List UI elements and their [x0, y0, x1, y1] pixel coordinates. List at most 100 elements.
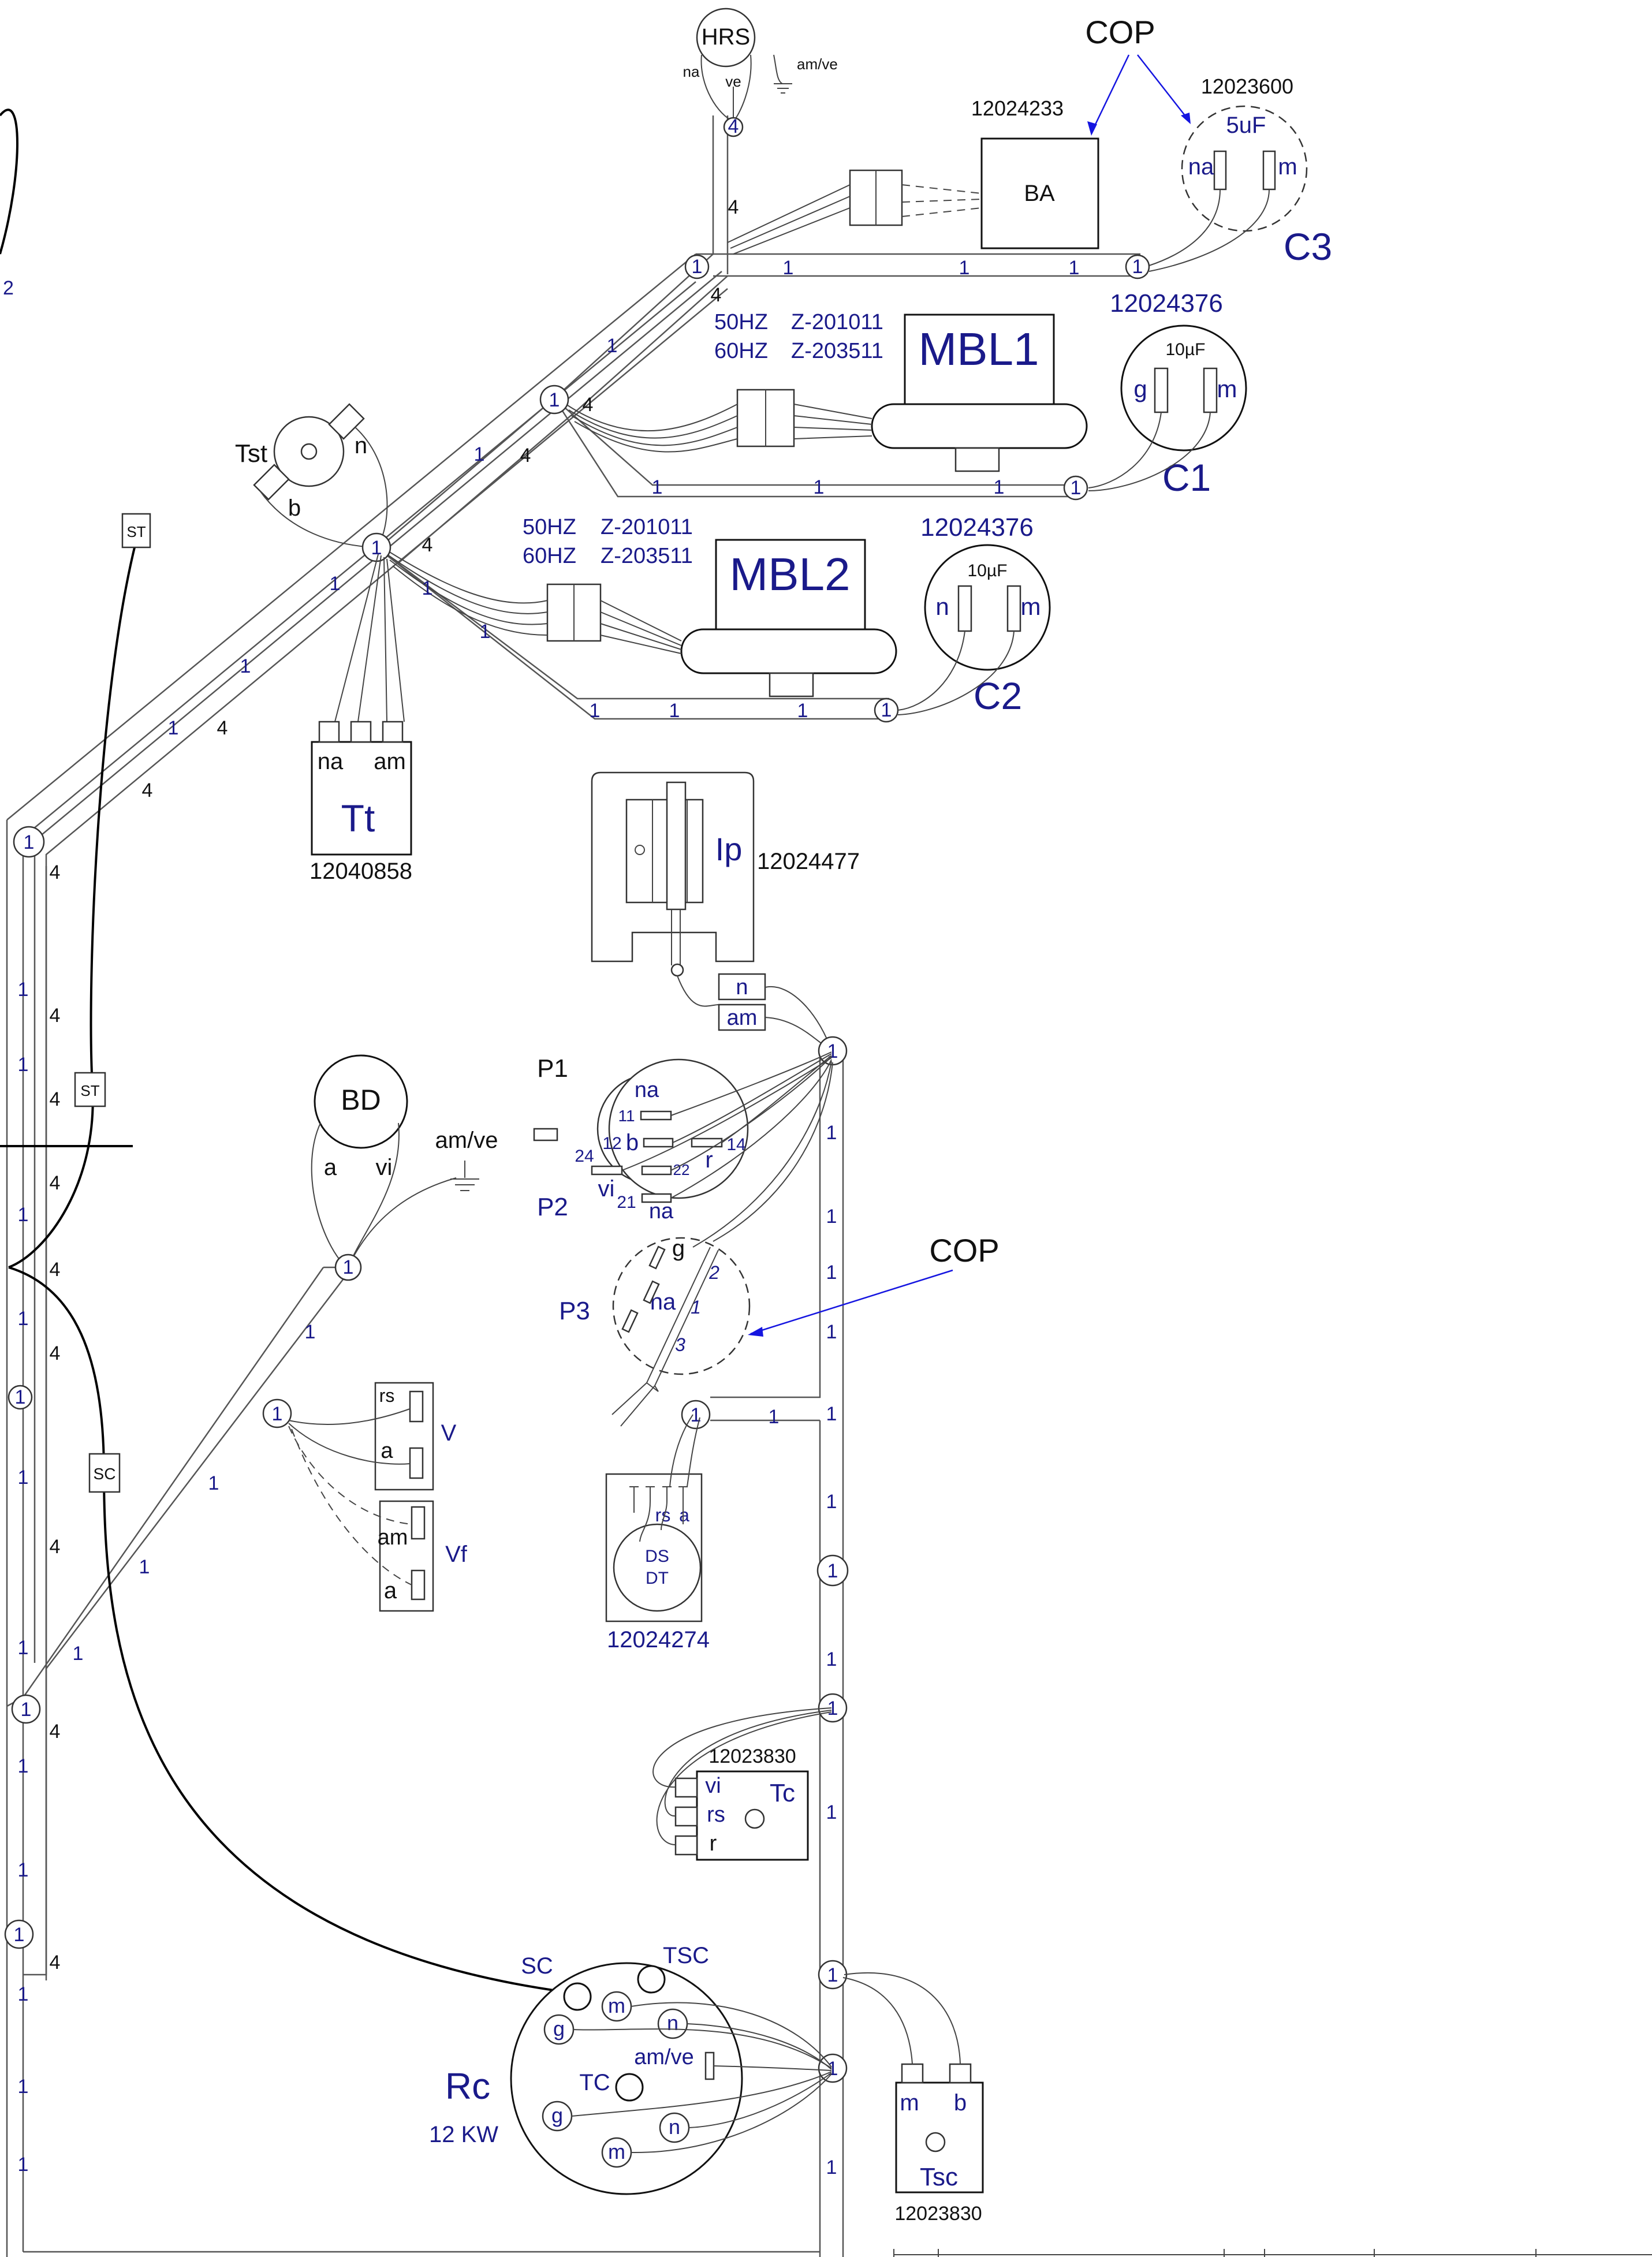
wire-num: 1	[18, 2076, 29, 2098]
bd-vi: vi	[376, 1155, 393, 1180]
vf-component: am a Vf	[288, 1426, 468, 1612]
node-label: 1	[827, 1698, 838, 1719]
ip-title: Ip	[715, 831, 743, 867]
cop-label-mid: COP	[929, 1232, 999, 1269]
c3-code: 12023600	[1201, 74, 1293, 98]
node-label: 1	[692, 256, 703, 278]
node-label: 1	[881, 699, 892, 721]
node-label: 1	[343, 1256, 354, 1278]
rc-tsc: TSC	[663, 1943, 709, 1968]
wire-num: 1	[826, 1122, 837, 1144]
tst-t1: n	[355, 433, 367, 458]
node-label: 1	[371, 537, 382, 559]
c2-code: 12024376	[920, 513, 1034, 542]
mbl1-model1: Z-201011	[791, 310, 883, 334]
ds-component: DS DT rs a 12024274	[605, 1414, 710, 1652]
v-rs: rs	[379, 1385, 395, 1406]
title-block-edge	[893, 2249, 1652, 2257]
wire-num: 1	[18, 2154, 29, 2176]
p-n21: 21	[617, 1193, 636, 1212]
c3-component: 12023600 5uF na m C3	[1148, 74, 1332, 272]
p-i2: 2	[708, 1262, 719, 1283]
tst-component: Tst n b	[235, 403, 388, 548]
rc-title: Rc	[445, 2065, 490, 2107]
hrs-component: HRS na ve am/ve 4 4	[683, 8, 838, 218]
wire-num: 1	[826, 1801, 837, 1823]
mbl1-title: MBL1	[919, 323, 1039, 375]
p1-label: P1	[537, 1054, 568, 1083]
rc-n1: n	[667, 2011, 678, 2035]
wire-num: 1	[652, 476, 663, 498]
wire-num: 1	[18, 1755, 29, 1777]
mbl2-title: MBL2	[730, 549, 851, 600]
tsc-m: m	[900, 2090, 919, 2116]
tt-t1: na	[318, 749, 344, 774]
hrs-node: 4	[728, 115, 739, 137]
wire-num: 1	[769, 1406, 780, 1428]
node-label: 1	[14, 1924, 25, 1946]
wire-num: 4	[728, 196, 739, 218]
mbl1-component: 50HZ 60HZ Z-201011 Z-203511 MBL1 1 4 1 1…	[539, 310, 1088, 501]
wire-num: 1	[607, 335, 618, 357]
ip-code: 12024477	[757, 849, 860, 874]
c1-value: 10µF	[1166, 340, 1206, 359]
sc-tag: SC	[94, 1465, 116, 1483]
mbl1-freq1: 50HZ	[714, 310, 768, 334]
p-i1: 1	[691, 1297, 701, 1318]
wire-num: 4	[50, 1172, 61, 1194]
wire-num: 4	[50, 1005, 61, 1027]
node-label: 1	[15, 1386, 26, 1408]
wire-num: 1	[240, 655, 251, 677]
p-n12: 12	[602, 1134, 621, 1153]
st-tag-mid: ST	[80, 1082, 99, 1099]
c3-right: m	[1278, 154, 1297, 180]
rc-power: 12 KW	[429, 2122, 498, 2147]
c2-component: 12024376 10µF n m C2	[897, 513, 1051, 717]
wire-num: 1	[590, 700, 601, 722]
p-n14: 14	[726, 1135, 745, 1154]
wire-num: 1	[73, 1643, 84, 1665]
ip-t1: n	[736, 975, 748, 999]
rc-amve: am/ve	[634, 2045, 693, 2069]
left-bundle-labels: 1 1 1 4 4 1 4 1 4 1 4 4 1 4 1 4 1 1 4 1 …	[3, 277, 340, 2176]
node-label: 1	[272, 1403, 283, 1425]
p-b: b	[626, 1130, 639, 1155]
wire-num: 1	[669, 700, 680, 722]
wire-num: 1	[18, 1308, 29, 1330]
c1-left: g	[1133, 375, 1147, 402]
wire-num: 1	[18, 979, 29, 1001]
harness-bundles	[6, 115, 1140, 2257]
tc-rs: rs	[707, 1803, 725, 1827]
mbl2-model2: Z-203511	[601, 544, 693, 568]
ba-title: BA	[1024, 181, 1055, 206]
node-label: 1	[21, 1699, 32, 1721]
p-n11: 11	[618, 1107, 635, 1125]
ground-icon	[774, 83, 792, 94]
c3-left: na	[1188, 154, 1214, 180]
c2-left: n	[935, 593, 949, 620]
tsc-component: m b Tsc 12023830	[842, 1972, 984, 2225]
node-label: 1	[1132, 256, 1143, 278]
wire-num: 2	[3, 277, 14, 299]
hrs-title: HRS	[702, 24, 750, 50]
rc-g1: g	[553, 2017, 565, 2040]
rc-sc: SC	[521, 1953, 553, 1979]
hrs-right: am/ve	[797, 55, 838, 73]
wire-num: 1	[826, 1262, 837, 1284]
wire-num: 1	[797, 700, 808, 722]
wire-num: 1	[480, 621, 491, 643]
tc-r: r	[710, 1831, 717, 1856]
c2-value: 10µF	[968, 561, 1008, 580]
wire-num: 1	[18, 1054, 29, 1076]
wire-num: 4	[50, 1721, 61, 1743]
wire-num: 1	[826, 1206, 837, 1228]
ba-component: BA 12024233	[727, 96, 1099, 255]
wire-num: 1	[994, 476, 1005, 498]
ds-l2: DT	[646, 1569, 669, 1588]
tc-component: vi rs r Tc 12023830	[652, 1707, 832, 1861]
wire-num: 4	[422, 534, 433, 556]
tc-code: 12023830	[708, 1745, 796, 1767]
ds-code: 12024274	[607, 1627, 710, 1652]
wire-num: 1	[18, 1983, 29, 2005]
